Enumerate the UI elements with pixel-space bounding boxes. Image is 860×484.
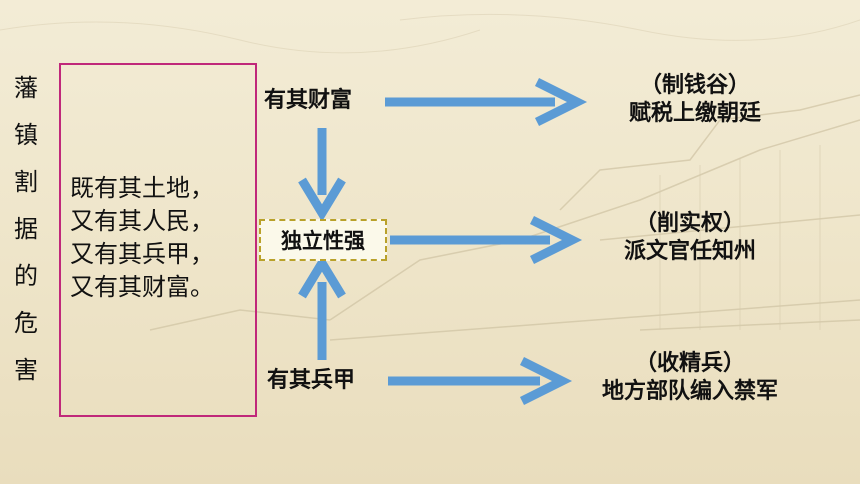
node-wealth: 有其财富 (264, 88, 353, 113)
result-authority: （削实权） 派文官任知州 (575, 210, 805, 266)
vertical-title-char: 割 (14, 168, 38, 196)
cause-line: 又有其人民， (70, 207, 214, 235)
arrow-wealth-to-center (298, 128, 346, 222)
result-heading: （削实权） (634, 211, 745, 236)
result-heading: （制钱谷） (639, 73, 750, 98)
vertical-title-char: 害 (14, 356, 38, 384)
causes-text: 既有其土地， 又有其人民， 又有其兵甲， 又有其财富。 (70, 172, 260, 304)
result-detail: 赋税上缴朝廷 (628, 101, 761, 126)
vertical-title-char: 据 (14, 215, 38, 243)
vertical-title-char: 的 (14, 262, 38, 290)
arrow-center-to-authority (390, 215, 583, 265)
cause-line: 既有其土地， (70, 174, 214, 202)
causes-box (59, 63, 257, 417)
cause-line: 又有其兵甲， (70, 240, 214, 268)
result-tax: （制钱谷） 赋税上缴朝廷 (580, 72, 810, 128)
arrow-wealth-to-tax (385, 77, 588, 127)
arrow-army-to-troops (388, 356, 573, 406)
result-heading: （收精兵） (634, 351, 745, 376)
vertical-title-char: 镇 (14, 121, 38, 149)
result-detail: 派文官任知州 (623, 239, 756, 264)
cause-line: 又有其财富。 (70, 273, 214, 301)
arrow-army-to-center (298, 254, 346, 360)
result-detail: 地方部队编入禁军 (601, 379, 778, 404)
vertical-title-char: 藩 (14, 74, 38, 102)
node-army: 有其兵甲 (267, 368, 356, 393)
result-troops: （收精兵） 地方部队编入禁军 (565, 350, 815, 406)
node-independence: 独立性强 (259, 219, 387, 261)
vertical-title-char: 危 (14, 309, 38, 337)
